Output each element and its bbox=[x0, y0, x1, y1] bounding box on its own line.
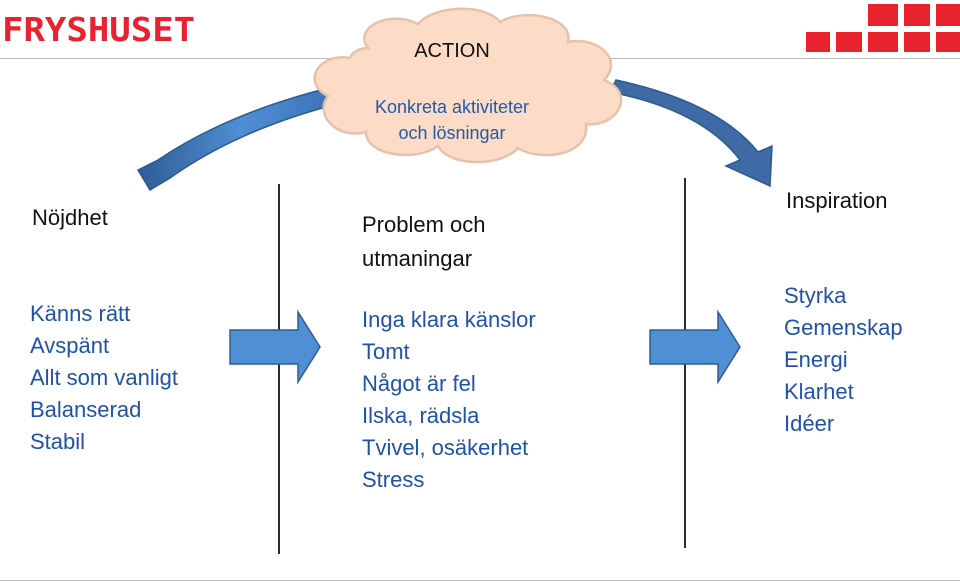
cloud-subtitle-line: och lösningar bbox=[398, 123, 506, 143]
list-item: Tvivel, osäkerhet bbox=[362, 435, 529, 460]
list-item: Ilska, rädsla bbox=[362, 403, 480, 428]
list-item: Känns rätt bbox=[30, 301, 131, 326]
heading-inspiration: Inspiration bbox=[786, 188, 888, 213]
cloud-title: ACTION bbox=[414, 40, 490, 62]
block-arrow-left-icon bbox=[229, 309, 321, 385]
heading-problem: Problem och utmaningar bbox=[362, 208, 486, 276]
logo-squares-icon bbox=[806, 4, 960, 52]
list-item: Idéer bbox=[784, 411, 835, 436]
list-right: Styrka Gemenskap Energi Klarhet Idéer bbox=[784, 280, 903, 440]
list-item: Tomt bbox=[362, 339, 410, 364]
action-cloud bbox=[313, 7, 623, 164]
list-left: Känns rätt Avspänt Allt som vanligt Bala… bbox=[30, 298, 178, 458]
list-item: Avspänt bbox=[30, 333, 110, 358]
heading-line: utmaningar bbox=[362, 246, 473, 271]
list-middle: Inga klara känslor Tomt Något är fel Ils… bbox=[362, 304, 536, 496]
curved-arrow-left-icon bbox=[136, 83, 346, 192]
list-item: Styrka bbox=[784, 283, 847, 308]
curved-arrow-right-icon bbox=[608, 79, 773, 188]
separator-left bbox=[278, 184, 280, 554]
list-item: Inga klara känslor bbox=[362, 307, 536, 332]
cloud-subtitle: Konkreta aktiviteter och lösningar bbox=[340, 94, 564, 146]
heading-nojdhet: Nöjdhet bbox=[32, 205, 108, 230]
list-item: Stress bbox=[362, 467, 425, 492]
list-item: Klarhet bbox=[784, 379, 854, 404]
list-item: Balanserad bbox=[30, 397, 142, 422]
cloud-subtitle-line: Konkreta aktiviteter bbox=[374, 97, 530, 117]
list-item: Energi bbox=[784, 347, 848, 372]
list-item: Allt som vanligt bbox=[30, 365, 178, 390]
block-arrow-right-icon bbox=[649, 309, 741, 385]
heading-line: Problem och bbox=[362, 212, 486, 237]
fryshuset-logo: FRYSHUSET bbox=[2, 10, 196, 49]
bottom-divider bbox=[0, 580, 960, 581]
list-item: Stabil bbox=[30, 429, 86, 454]
list-item: Något är fel bbox=[362, 371, 476, 396]
list-item: Gemenskap bbox=[784, 315, 903, 340]
